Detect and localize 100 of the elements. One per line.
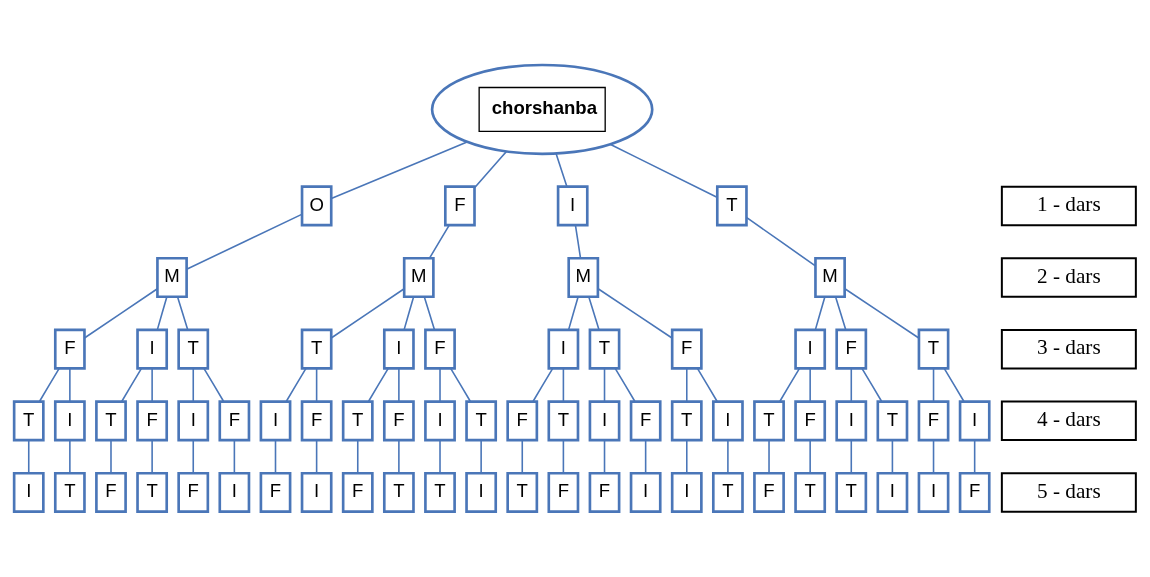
node-box: M	[567, 256, 600, 299]
node-box: T	[917, 328, 950, 370]
node-box: M	[156, 256, 188, 299]
connector	[439, 439, 441, 474]
node-ellipse: chorshanba	[430, 63, 654, 156]
connector	[38, 367, 60, 403]
connector	[614, 367, 636, 403]
node-box: I	[382, 328, 415, 370]
connector	[850, 367, 853, 403]
connector	[603, 367, 606, 403]
connector	[423, 296, 436, 331]
node-box: 3 - dars	[1000, 328, 1137, 370]
node-box: F	[547, 471, 580, 513]
node-box: F	[835, 328, 868, 370]
connector	[603, 439, 606, 474]
node-box: I	[547, 328, 580, 370]
node-box: F	[444, 185, 476, 227]
connector	[69, 367, 71, 403]
connector	[850, 439, 853, 474]
node-box: F	[259, 471, 292, 513]
node-box: T	[835, 471, 868, 513]
connector	[609, 143, 718, 198]
connector	[685, 439, 688, 474]
connector	[834, 296, 847, 331]
node-box: T	[715, 185, 748, 227]
connector	[746, 216, 816, 267]
node-box: F	[424, 328, 456, 370]
connector	[567, 296, 579, 331]
node-box: 1 - dars	[1000, 185, 1137, 227]
connector	[480, 439, 482, 474]
node-box: I	[629, 471, 662, 513]
node-box: F	[218, 400, 251, 442]
connector	[151, 367, 153, 403]
connector	[330, 141, 468, 200]
node-box: T	[670, 400, 703, 442]
node-box: I	[424, 400, 456, 442]
node-box: I	[300, 471, 333, 513]
node-box: I	[12, 471, 45, 513]
connector	[403, 296, 415, 331]
connector	[356, 439, 359, 474]
connector	[330, 287, 405, 339]
connector	[121, 367, 143, 403]
node-box: T	[95, 400, 127, 442]
node-box: M	[402, 256, 435, 299]
node-box: T	[424, 471, 456, 513]
node-box: T	[300, 328, 333, 370]
connector	[69, 439, 71, 474]
connector	[768, 439, 770, 474]
node-box: I	[588, 400, 621, 442]
node-box: T	[712, 471, 744, 513]
connector	[450, 367, 472, 403]
node-box: I	[177, 400, 210, 442]
node-box: I	[876, 471, 909, 513]
connector	[555, 152, 568, 188]
node-box: I	[53, 400, 86, 442]
node-box: F	[670, 328, 703, 370]
connector	[588, 296, 600, 331]
connector	[932, 439, 935, 474]
node-box: O	[300, 185, 333, 227]
connector	[521, 439, 524, 474]
node-box: I	[670, 471, 703, 513]
connector	[532, 367, 554, 403]
node-box: T	[794, 471, 827, 513]
connector	[891, 439, 894, 474]
node-box: F	[341, 471, 374, 513]
node-box: T	[506, 471, 539, 513]
node-box: F	[53, 328, 86, 370]
node-box: F	[382, 400, 415, 442]
node-box: T	[341, 400, 374, 442]
node-box: F	[958, 471, 991, 513]
node-box: I	[835, 400, 868, 442]
connector	[176, 296, 189, 331]
connector	[474, 150, 508, 189]
connector	[861, 367, 883, 403]
connector	[151, 439, 153, 474]
connector	[156, 296, 168, 331]
connector	[597, 287, 673, 339]
node-box: F	[506, 400, 539, 442]
node-box: T	[465, 400, 498, 442]
connector	[932, 367, 935, 403]
connector	[233, 439, 236, 474]
node-box: T	[876, 400, 909, 442]
connector	[779, 367, 801, 403]
node-box: I	[917, 471, 950, 513]
node-box: F	[300, 400, 333, 442]
connector	[727, 439, 729, 474]
connector	[562, 367, 565, 403]
node-box: T	[136, 471, 169, 513]
node-box: I	[712, 400, 744, 442]
connector	[562, 439, 565, 474]
connector	[814, 296, 826, 331]
node-box: I	[136, 328, 169, 370]
connector	[285, 367, 307, 403]
connector	[110, 439, 112, 474]
connector	[809, 367, 811, 403]
node-box: F	[629, 400, 662, 442]
node-box: 5 - dars	[1000, 472, 1137, 513]
node-box: I	[465, 471, 498, 513]
node-box: T	[753, 400, 785, 442]
node-box: F	[177, 471, 210, 513]
